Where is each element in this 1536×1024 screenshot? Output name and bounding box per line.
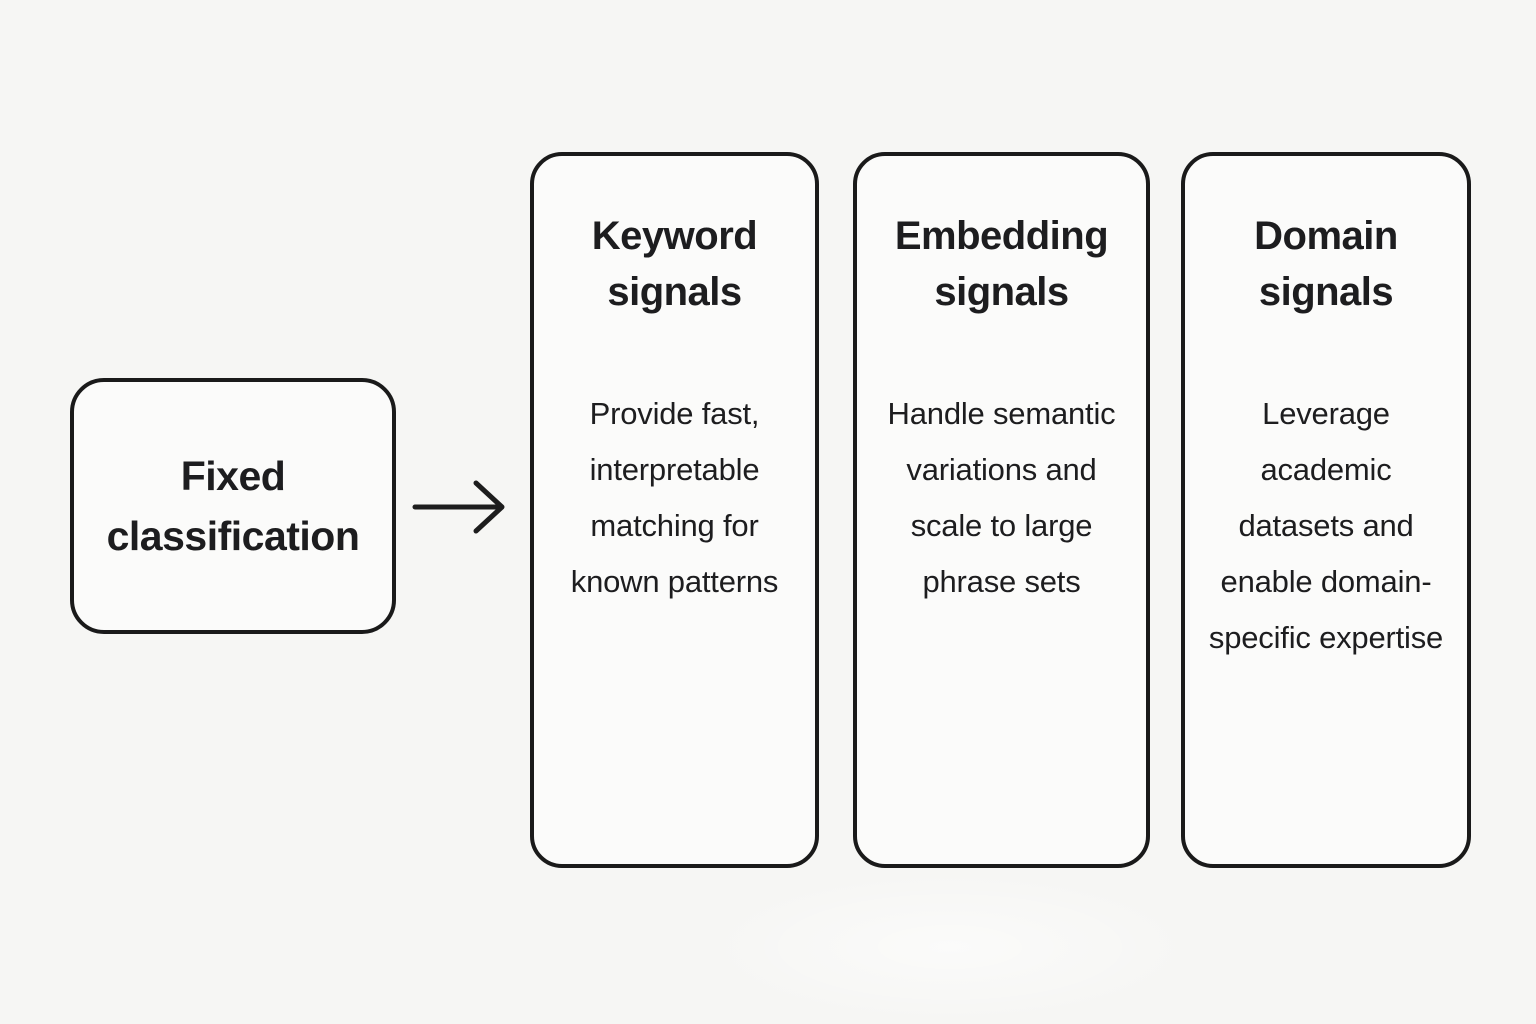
keyword-signals-card: Keyword signals Provide fast, interpreta… (530, 152, 819, 868)
keyword-signals-title: Keyword signals (554, 208, 795, 320)
domain-signals-card: Domain signals Leverage academic dataset… (1181, 152, 1471, 868)
embedding-signals-title: Embedding signals (877, 208, 1126, 320)
domain-signals-title: Domain signals (1205, 208, 1447, 320)
right-arrow-icon (412, 480, 505, 534)
domain-signals-description: Leverage academic datasets and enable do… (1208, 396, 1444, 655)
keyword-signals-title-text: Keyword signals (591, 214, 758, 314)
fixed-classification-box: Fixed classification (70, 378, 396, 634)
domain-signals-title-text: Domain signals (1254, 214, 1398, 314)
embedding-signals-title-text: Embedding signals (894, 214, 1109, 314)
fixed-classification-label: Fixed classification (106, 453, 360, 559)
embedding-signals-card: Embedding signals Handle semantic variat… (853, 152, 1150, 868)
embedding-signals-description: Handle semantic variations and scale to … (887, 396, 1116, 599)
keyword-signals-description: Provide fast, interpretable matching for… (570, 396, 779, 599)
